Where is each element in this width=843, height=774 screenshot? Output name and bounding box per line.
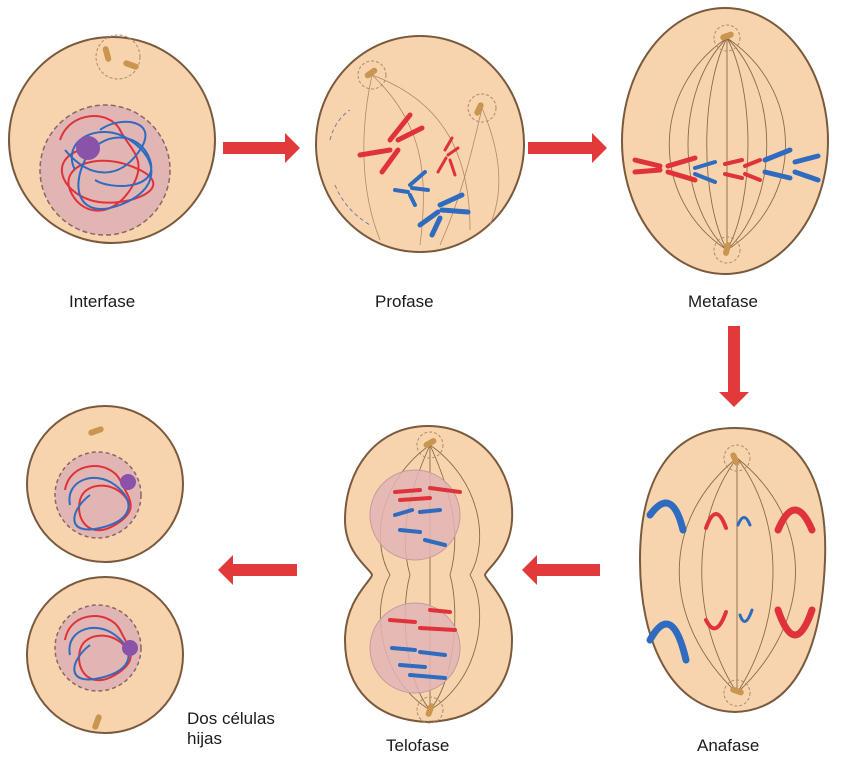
arrow-right-1 <box>223 133 300 163</box>
cell-anafase <box>638 426 827 714</box>
arrow-right-2 <box>528 133 607 163</box>
label-dos-celulas-hijas: Dos células hijas <box>187 709 275 748</box>
cell-telofase <box>343 424 514 724</box>
daughter-cell-top <box>26 405 184 563</box>
daughter-cell-bottom <box>26 576 184 734</box>
label-interfase: Interfase <box>69 292 136 311</box>
cell-profase <box>315 35 525 253</box>
arrow-left-2 <box>218 555 297 585</box>
cell-interfase <box>8 34 216 244</box>
label-anafase: Anafase <box>697 736 760 755</box>
cell-metafase <box>621 7 829 275</box>
arrow-left-1 <box>522 555 600 585</box>
label-metafase: Metafase <box>688 292 758 311</box>
label-telofase: Telofase <box>386 736 450 755</box>
label-profase: Profase <box>375 292 434 311</box>
arrow-down <box>719 326 749 407</box>
